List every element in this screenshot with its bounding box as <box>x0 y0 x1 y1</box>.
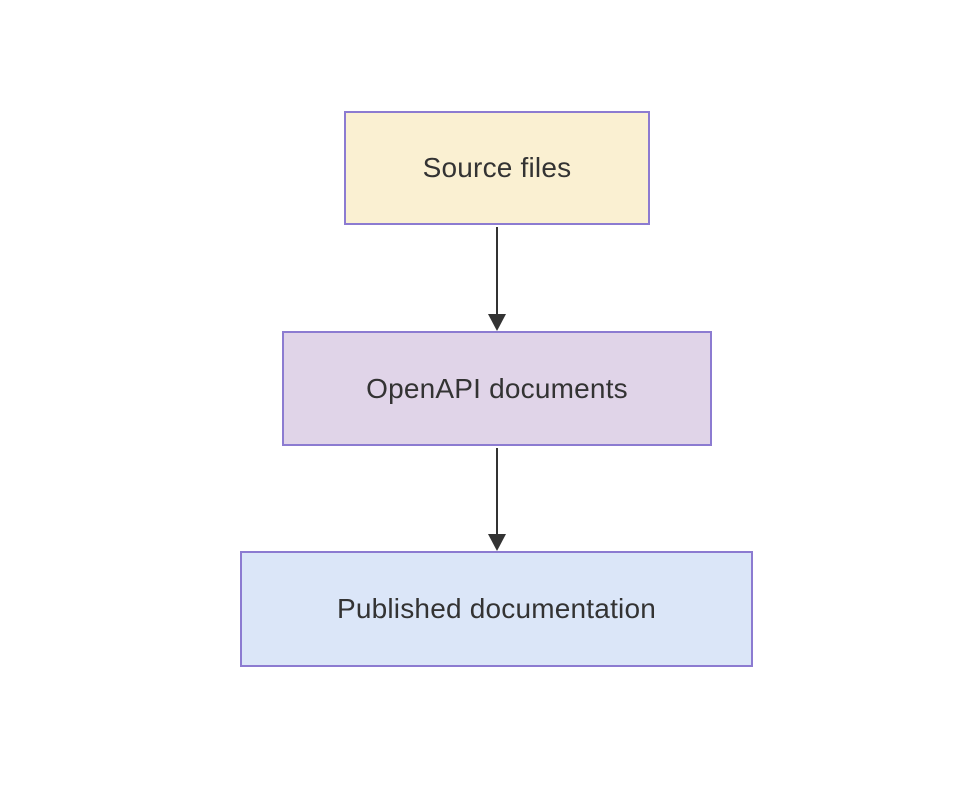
edge-openapi-to-published <box>488 448 506 551</box>
node-source-files-label: Source files <box>422 152 572 184</box>
edge-source-to-openapi <box>488 227 506 331</box>
node-published-documentation-label: Published documentation <box>336 593 657 625</box>
node-published-documentation: Published documentation <box>240 551 753 667</box>
node-source-files: Source files <box>344 111 650 225</box>
node-openapi-documents-label: OpenAPI documents <box>366 372 628 404</box>
node-openapi-documents: OpenAPI documents <box>282 331 712 446</box>
